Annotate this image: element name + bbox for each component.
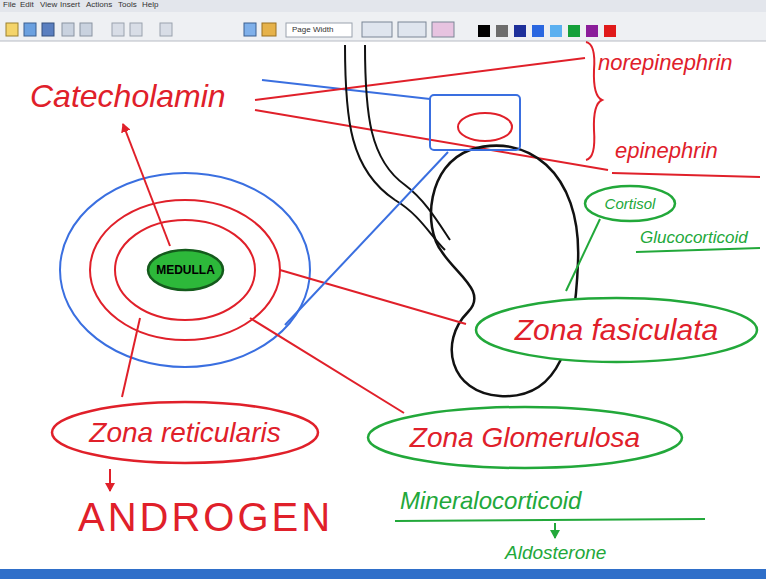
menu-item: Edit <box>20 0 34 9</box>
hormone-class: Mineralocorticoid <box>400 487 581 515</box>
toolbar <box>0 0 766 41</box>
medulla-blob: MEDULLA <box>146 248 225 292</box>
color-swatch <box>550 25 562 37</box>
highlighter-tool <box>398 22 426 37</box>
pen-tool <box>362 22 392 37</box>
capsule-ring <box>60 173 310 367</box>
eraser-tool <box>432 22 454 37</box>
arrow <box>554 523 556 538</box>
arrow <box>109 469 111 491</box>
node-text: Zona Glomerulosa <box>410 422 640 454</box>
toolbar-icons <box>6 22 616 37</box>
tool-icon <box>160 23 172 36</box>
adrenal-gland <box>458 113 512 141</box>
color-swatch <box>496 25 508 37</box>
text-group: MEDULLA <box>156 263 215 277</box>
color-swatch <box>586 25 598 37</box>
adrenal-box <box>430 95 520 150</box>
text-group: Zona Glomerulosa <box>410 422 640 454</box>
node-text: MEDULLA <box>156 263 215 277</box>
text-group: Cortisol <box>605 195 656 212</box>
hormone-name: norepinephrin <box>598 50 733 76</box>
zone-oval-ellipse <box>368 407 682 468</box>
node-text: Cortisol <box>605 195 656 212</box>
zone-oval-ellipse <box>476 298 757 362</box>
vessel <box>365 45 450 240</box>
leader-line <box>566 219 600 291</box>
node-text: Zona reticularis <box>89 417 280 449</box>
text-group: Zona fasiculata <box>515 313 718 347</box>
leader-line <box>122 318 140 397</box>
arrow <box>123 124 170 246</box>
red-stroke <box>255 110 608 170</box>
tool-icon <box>244 23 256 36</box>
menu-item: File <box>3 0 16 9</box>
color-swatch <box>532 25 544 37</box>
zoom-value: Page Width <box>292 25 333 34</box>
node-text: Zona fasiculata <box>515 313 718 347</box>
color-swatch <box>514 25 526 37</box>
color-swatch <box>604 25 616 37</box>
menu-item: Actions <box>86 0 112 9</box>
zone-oval: Zona reticularis <box>50 400 320 465</box>
cortex-ring <box>115 220 255 320</box>
menu-bar <box>0 0 766 12</box>
hormone-circle-ellipse <box>585 186 675 221</box>
color-swatch <box>568 25 580 37</box>
leader-line <box>280 270 466 324</box>
hormone-name: Aldosterone <box>505 542 606 564</box>
taskbar <box>0 569 766 579</box>
menu-item: View <box>40 0 57 9</box>
underline <box>636 248 760 252</box>
zoom-dropdown <box>286 23 352 37</box>
menu-item: Tools <box>118 0 137 9</box>
blue-stroke <box>285 152 448 325</box>
zone-oval: Zona fasiculata <box>474 296 759 364</box>
tool-icon <box>262 23 276 36</box>
hormone-class: ANDROGEN <box>78 495 333 540</box>
red-stroke <box>255 58 585 100</box>
tool-icon <box>130 23 142 36</box>
color-swatch <box>478 25 490 37</box>
hormone-circle: Cortisol <box>583 184 677 223</box>
tool-icon <box>24 23 36 36</box>
text-group: Zona reticularis <box>89 417 280 449</box>
tool-icon <box>42 23 54 36</box>
hormone-class: Glucocorticoid <box>640 228 748 248</box>
hormone-group: Catecholamin <box>30 78 226 115</box>
underline <box>612 173 760 177</box>
tool-icon <box>112 23 124 36</box>
zone-oval-ellipse <box>52 402 318 463</box>
zone-oval: Zona Glomerulosa <box>366 405 684 470</box>
tool-icon <box>80 23 92 36</box>
menu-item: Insert <box>60 0 80 9</box>
menu-item: Help <box>142 0 158 9</box>
underline <box>395 519 705 521</box>
hormone-name: epinephrin <box>615 138 718 164</box>
tool-icon <box>6 23 18 36</box>
tool-icon <box>62 23 74 36</box>
medulla-blob-ellipse <box>148 250 223 290</box>
toolbar-border <box>0 41 766 42</box>
leader-line <box>250 318 404 413</box>
